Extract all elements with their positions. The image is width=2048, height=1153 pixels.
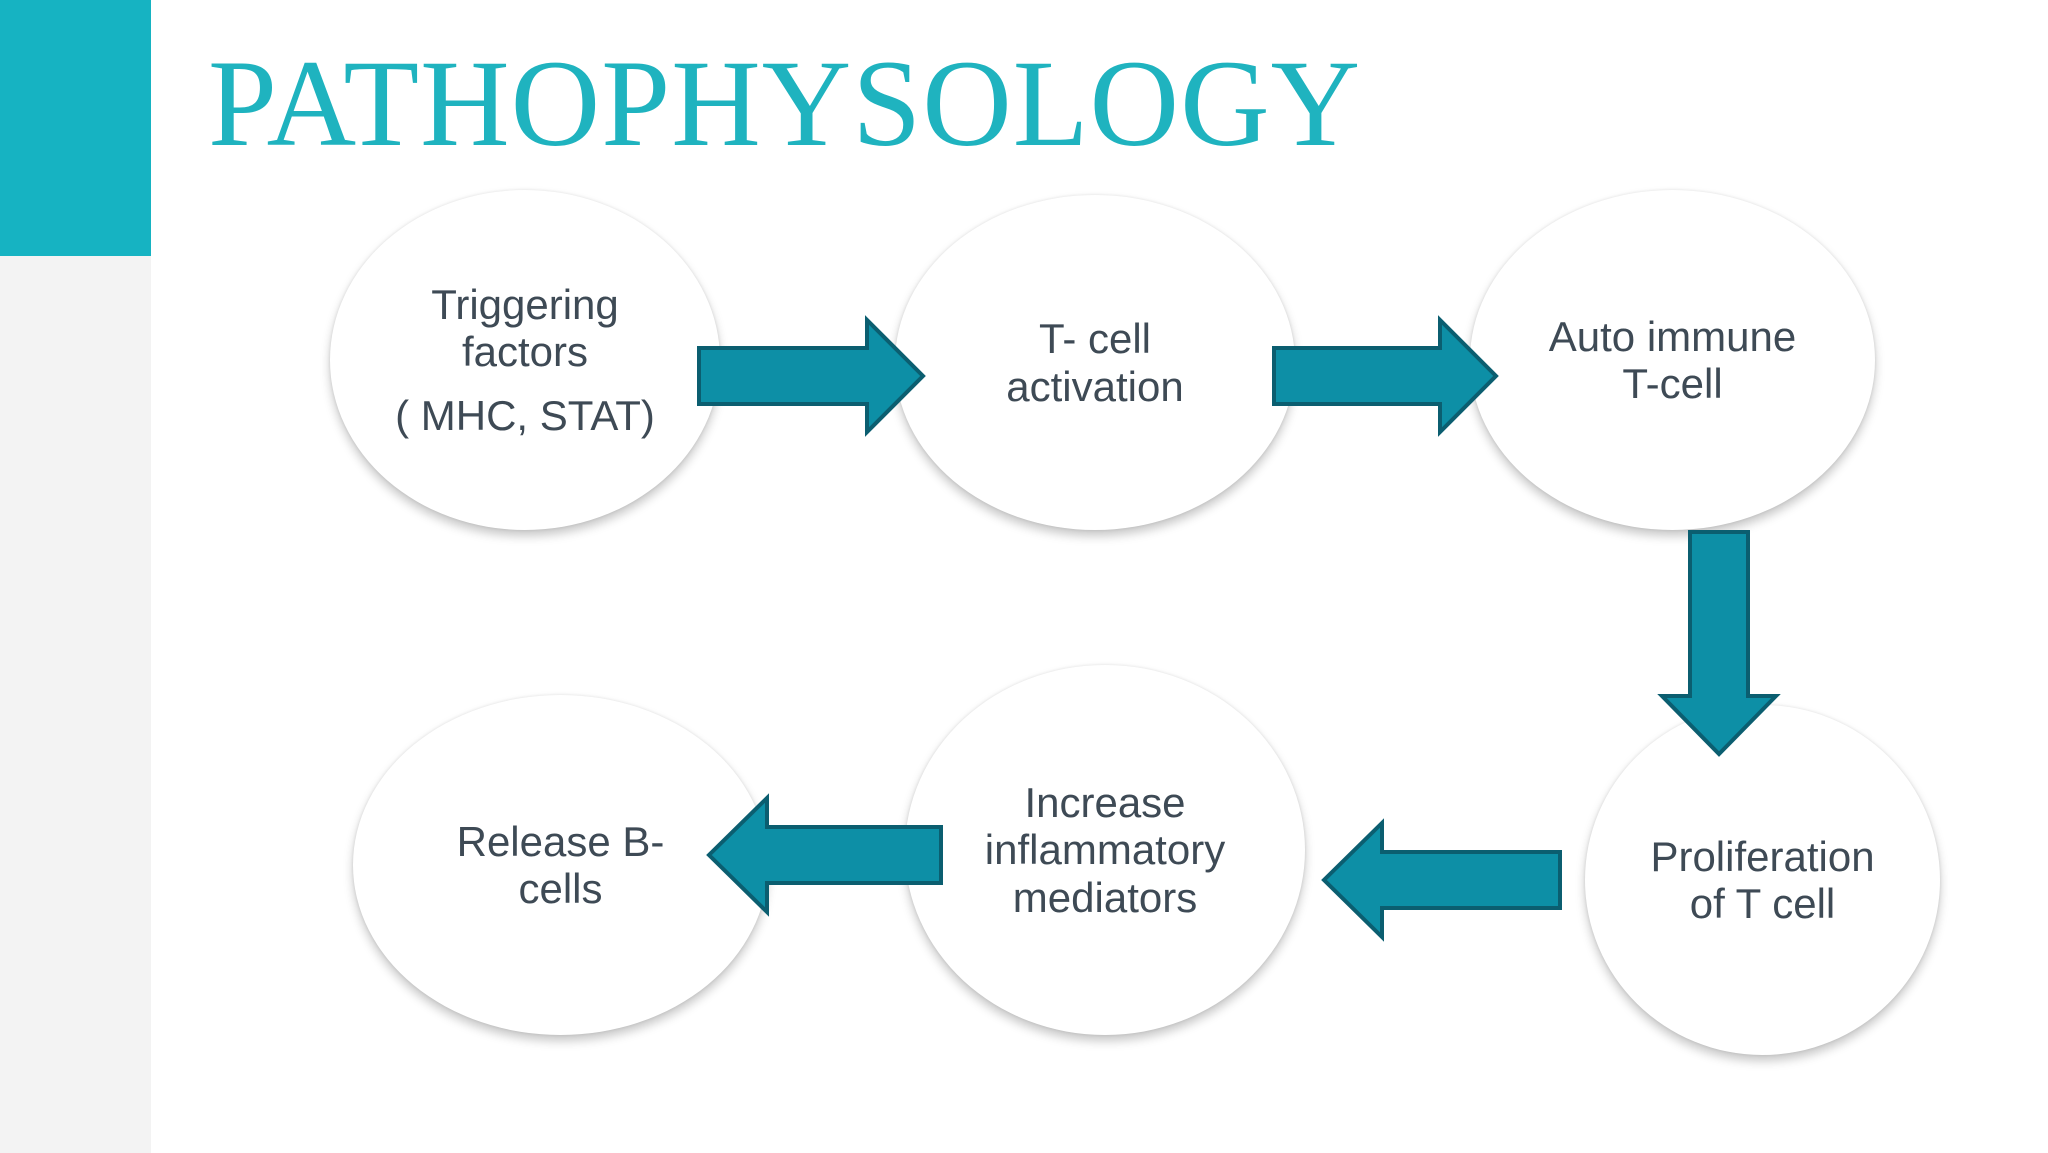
node-release-b-line2: cells [518, 865, 603, 912]
node-t-cell-activation-line1: T- cell [1038, 315, 1151, 363]
node-release-b-cells: Release B- cells [353, 695, 768, 1035]
node-triggering-line2: factors [461, 328, 589, 376]
arrow-right-icon [1272, 315, 1499, 437]
node-t-cell-activation: T- cell activation [895, 195, 1295, 530]
slide-title: PATHOPHYSOLOGY [208, 35, 1362, 172]
node-triggering-line3: ( MHC, STAT) [395, 391, 655, 439]
node-auto-immune-line1: Auto immune [1548, 312, 1797, 360]
arrow-left-icon [1321, 818, 1562, 942]
node-auto-immune-t-cell: Auto immune T-cell [1470, 190, 1875, 530]
accent-block [0, 0, 151, 256]
node-proliferation-line2: of T cell [1689, 880, 1836, 927]
node-proliferation-line1: Proliferation [1650, 832, 1875, 880]
node-triggering-factors: Triggering factors ( MHC, STAT) [330, 190, 720, 530]
arrow-down-icon [1657, 530, 1781, 757]
node-inflammatory-line1: Increase [1024, 779, 1186, 827]
arrow-right-icon [697, 315, 926, 437]
arrow-left-icon [706, 793, 943, 917]
node-proliferation-of-t-cell: Proliferation of T cell [1585, 705, 1940, 1055]
node-increase-inflammatory-mediators: Increase inflammatory mediators [905, 665, 1305, 1035]
node-inflammatory-line3: mediators [1012, 873, 1198, 921]
node-inflammatory-line2: inflammatory [984, 826, 1226, 874]
node-auto-immune-line2: T-cell [1622, 360, 1723, 407]
node-triggering-line1: Triggering [431, 281, 619, 329]
node-release-b-line1: Release B- [456, 817, 665, 865]
node-t-cell-activation-line2: activation [1006, 362, 1184, 410]
